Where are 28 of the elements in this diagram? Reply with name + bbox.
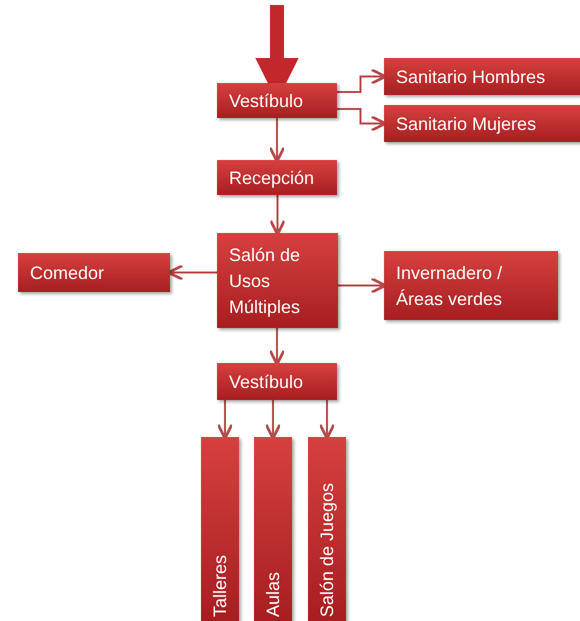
room-label: Talleres [209, 554, 231, 617]
room-label: Sanitario Mujeres [396, 112, 536, 136]
room-box [217, 233, 338, 328]
room-box [217, 83, 337, 118]
room-box [18, 253, 170, 292]
arrow [269, 195, 286, 236]
arrow [216, 400, 234, 440]
room-box [384, 251, 558, 320]
room-column [201, 437, 239, 621]
room-label: Invernadero / Áreas verdes [396, 262, 504, 310]
arrow [318, 400, 336, 440]
room-column [254, 437, 292, 621]
room-label: Salón de Juegos [316, 482, 338, 617]
room-label: Sanitario Hombres [396, 66, 546, 88]
room-box [384, 105, 580, 142]
room-label: Recepción [229, 166, 314, 190]
arrow [268, 328, 286, 366]
room-box [217, 160, 337, 195]
room-box [217, 363, 337, 400]
room-column [308, 437, 346, 621]
room-label: Salón de Usos Múltiples [229, 244, 302, 319]
room-box [384, 58, 580, 95]
room-label: Vestíbulo [229, 370, 304, 394]
room-label: Comedor [30, 262, 104, 284]
arrow [268, 118, 286, 163]
room-label: Vestíbulo [229, 90, 304, 112]
arrow [264, 400, 282, 440]
room-label: Aulas [262, 572, 284, 617]
